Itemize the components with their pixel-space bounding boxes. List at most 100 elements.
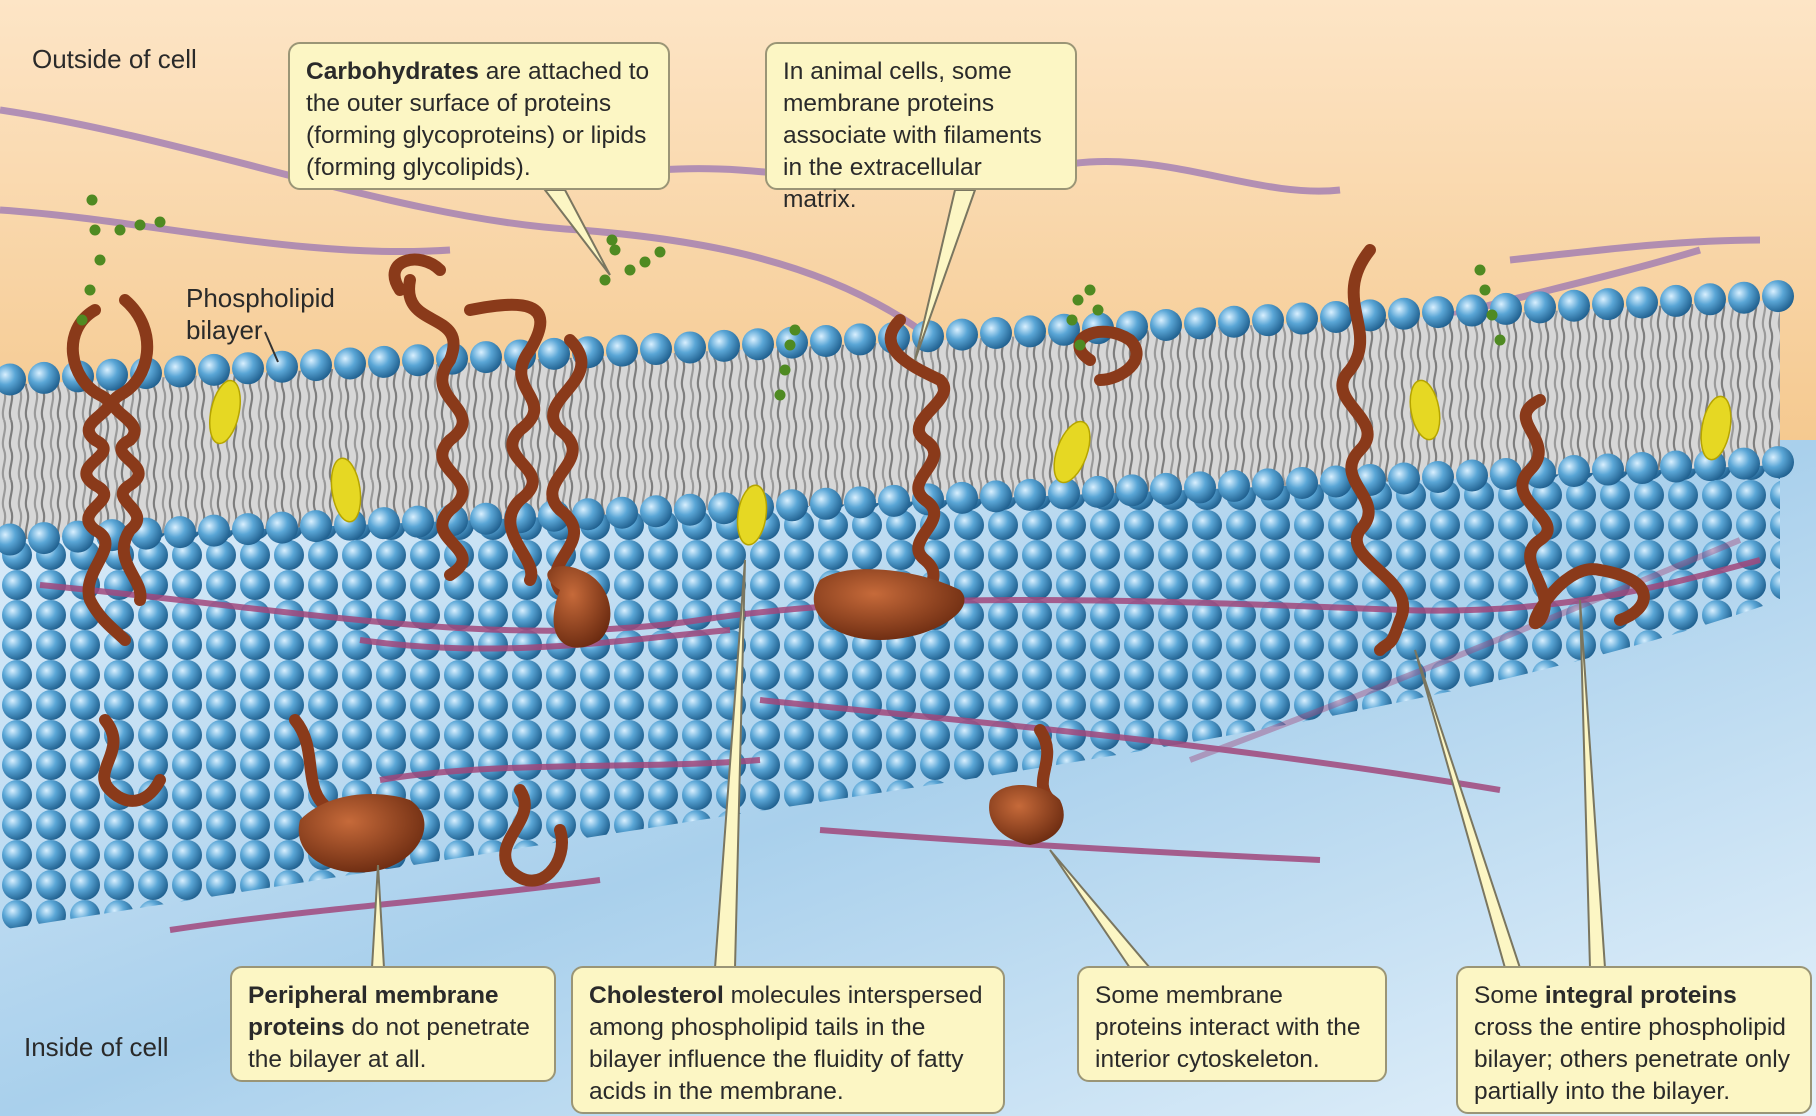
carbohydrate-bead	[84, 284, 96, 296]
carbohydrate-bead	[599, 274, 611, 286]
lipid-head	[844, 323, 876, 356]
lipid-head	[1524, 291, 1556, 324]
lipid-head	[1728, 447, 1760, 480]
proteins	[66, 244, 1650, 887]
carbohydrates-callout: Carbohydrates are attached to the outer …	[288, 42, 670, 190]
lipid-head	[1014, 478, 1046, 511]
carbohydrate-bead	[779, 364, 791, 376]
lipid-head	[844, 486, 876, 519]
protein-blobs	[298, 566, 1064, 873]
inside-of-cell-label: Inside of cell	[24, 1032, 169, 1062]
cholesterol-callout: Cholesterol molecules interspersed among…	[571, 966, 1005, 1114]
lipid-head	[980, 480, 1012, 513]
carbohydrate-bead	[89, 224, 101, 236]
lipid-head	[1150, 472, 1182, 505]
lipid-head	[164, 355, 196, 388]
phospholipid-pointer	[264, 331, 279, 363]
lipid-head	[640, 333, 672, 366]
lipid-head	[946, 318, 978, 351]
carbohydrate-bead	[654, 246, 666, 258]
outside-of-cell-label: Outside of cell	[32, 44, 197, 74]
carbohydrate-bead	[76, 314, 88, 326]
carbohydrate-bead	[624, 264, 636, 276]
lipid-head	[1286, 302, 1318, 335]
lipid-head	[640, 495, 672, 528]
carbohydrate-bead	[784, 339, 796, 351]
lipid-head	[1592, 453, 1624, 486]
integral-callout-text: cross the entire phospholipid bilayer; o…	[1474, 1014, 1790, 1105]
lipid-head	[266, 350, 298, 383]
carbohydrate-bead	[114, 224, 126, 236]
carbohydrate-bead	[1066, 314, 1078, 326]
lipid-head	[402, 505, 434, 538]
lipid-head	[266, 511, 298, 544]
lipid-head	[1762, 446, 1794, 479]
lipid-head	[0, 363, 26, 396]
lipid-head	[946, 481, 978, 514]
lipid-head	[1694, 283, 1726, 316]
carbohydrate-bead	[1084, 284, 1096, 296]
integral-proteins-callout: Some integral proteins cross the entire …	[1456, 966, 1812, 1114]
lipid-head	[1320, 300, 1352, 333]
outer-head-row	[0, 280, 1794, 396]
lipid-head	[810, 325, 842, 358]
lipid-head	[1150, 308, 1182, 341]
lipid-head	[1660, 284, 1692, 317]
lipid-head	[0, 523, 26, 556]
lipid-head	[300, 349, 332, 382]
carbohydrate-bead	[606, 234, 618, 246]
callout-pointers	[370, 189, 1607, 969]
lipid-head	[1252, 468, 1284, 501]
lipid-head	[28, 522, 60, 555]
phospholipid-bilayer-label: Phospholipid bilayer	[186, 282, 335, 346]
lipid-head	[1252, 304, 1284, 337]
lipid-head	[198, 353, 230, 386]
lipid-head	[96, 358, 128, 391]
lipid-head	[1490, 292, 1522, 325]
carbohydrate-bead	[1072, 294, 1084, 306]
lipid-head	[1626, 452, 1658, 485]
lipid-head	[1218, 305, 1250, 338]
carbohydrate-bead	[1486, 309, 1498, 321]
carbohydrate-bead	[1494, 334, 1506, 346]
lipid-head	[1762, 280, 1794, 313]
lipid-head	[334, 347, 366, 380]
lipid-head	[1558, 455, 1590, 488]
carbohydrate-bead	[789, 324, 801, 336]
phospholipid-label-line1: Phospholipid	[186, 283, 335, 313]
carbohydrate-bead	[154, 216, 166, 228]
ecm-callout: In animal cells, some membrane proteins …	[765, 42, 1077, 213]
lipid-head	[538, 337, 570, 370]
lipid-head	[1286, 466, 1318, 499]
lipid-head	[1048, 477, 1080, 510]
carbohydrate-bead	[609, 244, 621, 256]
integral-callout-pre: Some	[1474, 982, 1545, 1009]
lipid-head	[606, 496, 638, 529]
lipid-head	[198, 514, 230, 547]
carbohydrate-bead	[639, 256, 651, 268]
ecm-callout-text: In animal cells, some membrane proteins …	[783, 58, 1042, 213]
integral-callout-bold: integral proteins	[1544, 982, 1737, 1009]
lipid-head	[742, 328, 774, 361]
lipid-head	[1320, 465, 1352, 498]
lipid-head	[606, 334, 638, 367]
lipid-head	[1014, 315, 1046, 348]
lipid-head	[1116, 474, 1148, 507]
lipid-head	[1388, 297, 1420, 330]
lipid-head	[1422, 296, 1454, 329]
carbohydrate-bead	[94, 254, 106, 266]
lipid-head	[402, 344, 434, 377]
carbohydrate-bead	[1474, 264, 1486, 276]
lipid-head	[368, 345, 400, 378]
lipid-head	[1082, 475, 1114, 508]
lipid-head	[1456, 294, 1488, 327]
lipid-head	[470, 341, 502, 374]
lipid-head	[28, 361, 60, 394]
lipid-head	[164, 516, 196, 549]
lipid-head	[776, 489, 808, 522]
lipid-head	[1728, 281, 1760, 314]
lipid-head	[1490, 458, 1522, 491]
lipid-head	[980, 316, 1012, 349]
lipid-head	[708, 492, 740, 525]
lipid-head	[1184, 307, 1216, 340]
